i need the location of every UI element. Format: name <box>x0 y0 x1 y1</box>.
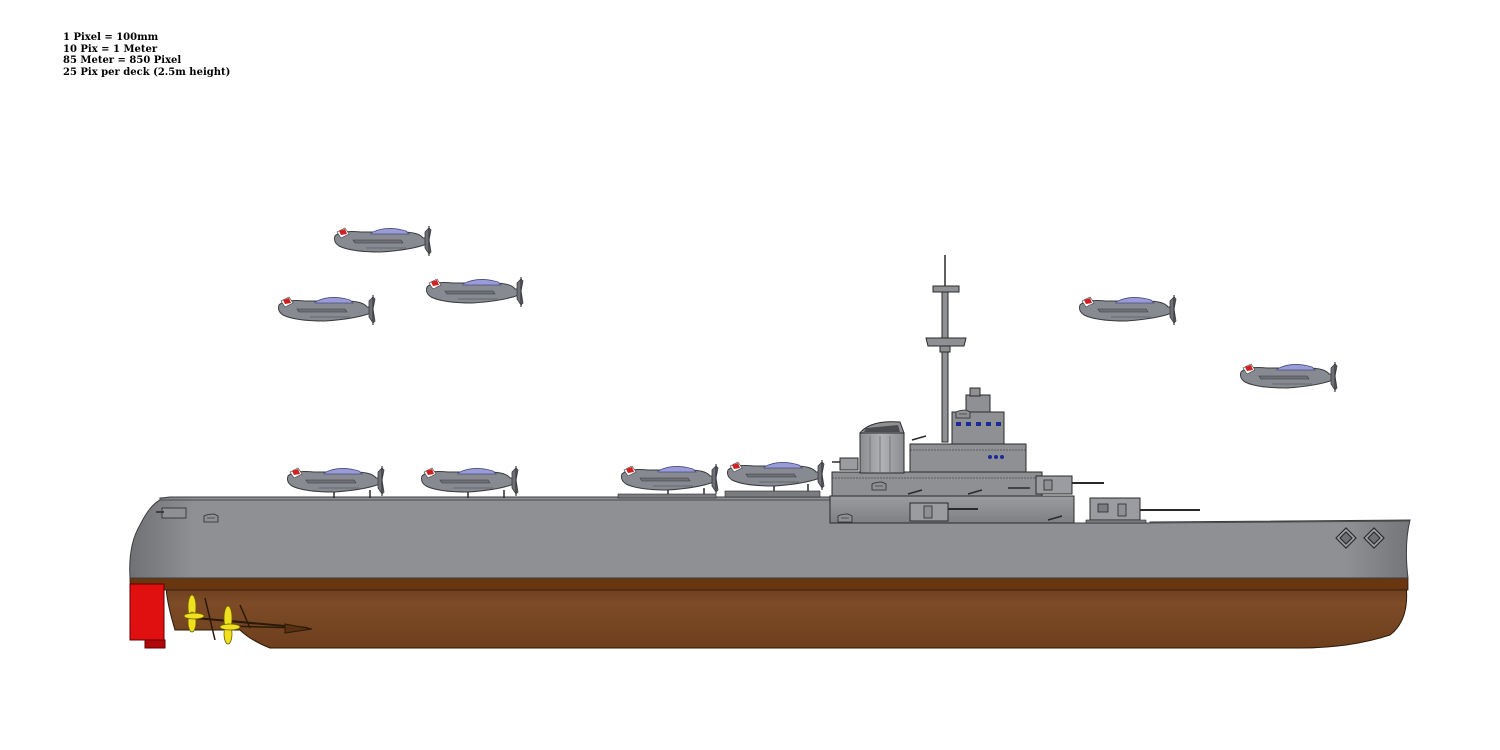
boot-topping <box>129 577 1409 591</box>
stern-aa-mount <box>203 513 219 523</box>
anchor-hawse-2 <box>1363 527 1385 549</box>
lower-hull <box>165 583 1408 649</box>
aa-mount-1 <box>871 481 887 491</box>
aa-mount-2 <box>955 409 971 419</box>
scale-legend: 1 Pixel = 100mm 10 Pix = 1 Meter 85 Mete… <box>63 32 230 78</box>
aircraft-flying-2 <box>277 294 376 326</box>
aircraft-flying-4 <box>1078 294 1177 326</box>
aircraft-flying-3 <box>425 276 524 308</box>
scale-note-length: 85 Meter = 850 Pixel <box>63 55 182 66</box>
scale-note-deck: 25 Pix per deck (2.5m height) <box>63 66 231 78</box>
turret-forward-lower <box>1085 497 1200 524</box>
turret-midship <box>909 502 978 522</box>
superstructure-deck2 <box>831 471 1043 497</box>
scale-note-meter: 10 Pix = 1 Meter <box>63 43 158 55</box>
rudder <box>129 583 165 641</box>
aircraft-flying-5 <box>1239 361 1338 393</box>
funnel <box>858 421 905 474</box>
scale-note-pixel: 1 Pixel = 100mm <box>63 32 159 43</box>
anchor-hawse-1 <box>1335 527 1357 549</box>
aircraft-on-deck-2 <box>420 465 519 498</box>
stern-gun <box>156 507 187 519</box>
aircraft-on-deck-3 <box>620 463 719 495</box>
aircraft-flying-1 <box>333 225 432 257</box>
aircraft-on-deck-4 <box>726 459 825 491</box>
propeller-2 <box>219 605 241 645</box>
secondary-gun <box>832 457 859 471</box>
turret-forward-upper <box>1035 475 1104 495</box>
small-guns <box>907 435 1063 521</box>
mast <box>925 255 967 443</box>
superstructure-deck3 <box>909 443 1027 473</box>
aircraft-on-deck-1 <box>286 465 385 498</box>
upper-hull <box>129 496 1411 579</box>
aa-mount-3 <box>837 513 853 523</box>
propeller-1 <box>183 594 205 633</box>
